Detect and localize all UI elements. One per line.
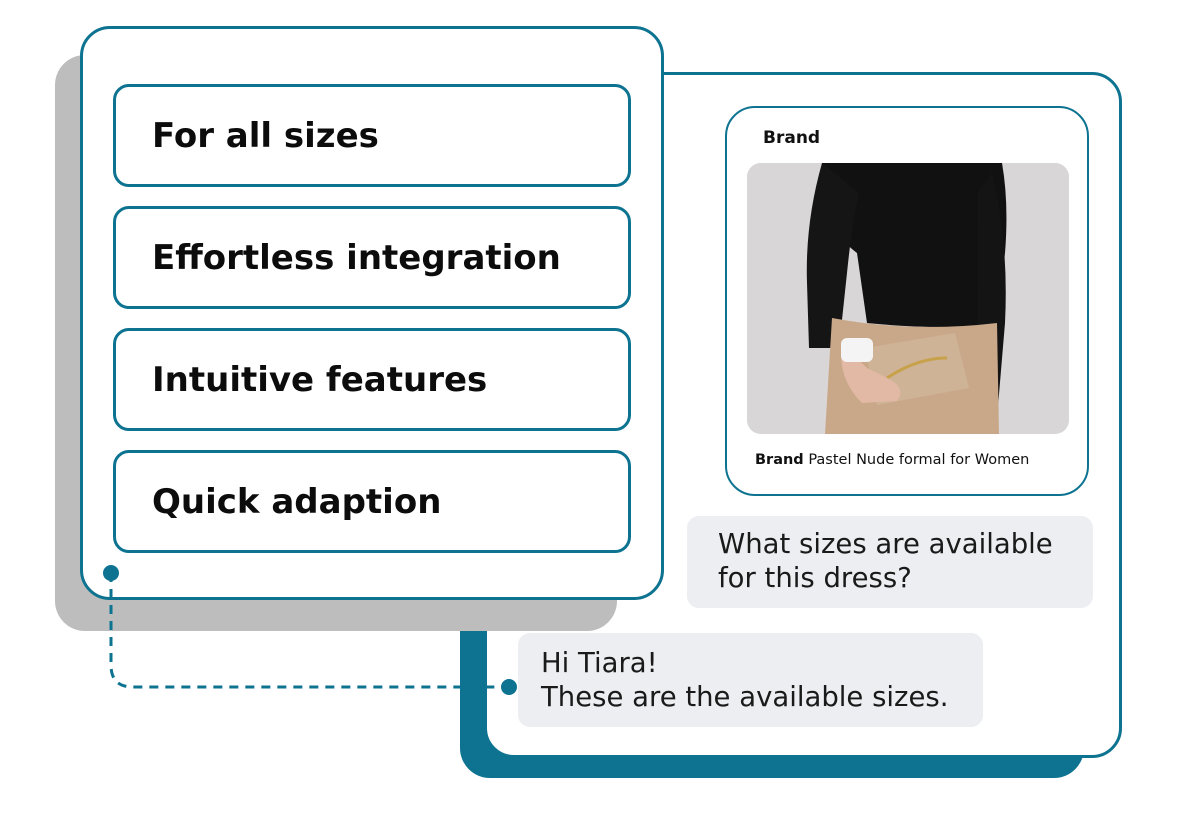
product-caption-brand: Brand [755, 452, 804, 468]
bot-message-bubble: Hi Tiara! These are the available sizes. [518, 633, 983, 727]
feature-effortless-integration[interactable]: Effortless integration [113, 206, 631, 309]
product-image[interactable] [747, 163, 1069, 434]
user-message-bubble: What sizes are available for this dress? [687, 516, 1093, 608]
user-message-line-1: What sizes are available [718, 528, 1053, 560]
bot-message-line-2: These are the available sizes. [541, 681, 949, 713]
product-photo-illustration [747, 163, 1069, 434]
feature-quick-adaption[interactable]: Quick adaption [113, 450, 631, 553]
product-caption: Brand Pastel Nude formal for Women [755, 452, 1029, 468]
connector-dashed-path [109, 573, 508, 689]
user-message-line-2: for this dress? [718, 562, 912, 594]
feature-for-all-sizes[interactable]: For all sizes [113, 84, 631, 187]
feature-intuitive-features[interactable]: Intuitive features [113, 328, 631, 431]
product-caption-text: Pastel Nude formal for Women [808, 452, 1030, 468]
bot-message-line-1: Hi Tiara! [541, 647, 658, 679]
connector-end-dot [501, 679, 517, 695]
product-brand-label: Brand [763, 128, 821, 148]
